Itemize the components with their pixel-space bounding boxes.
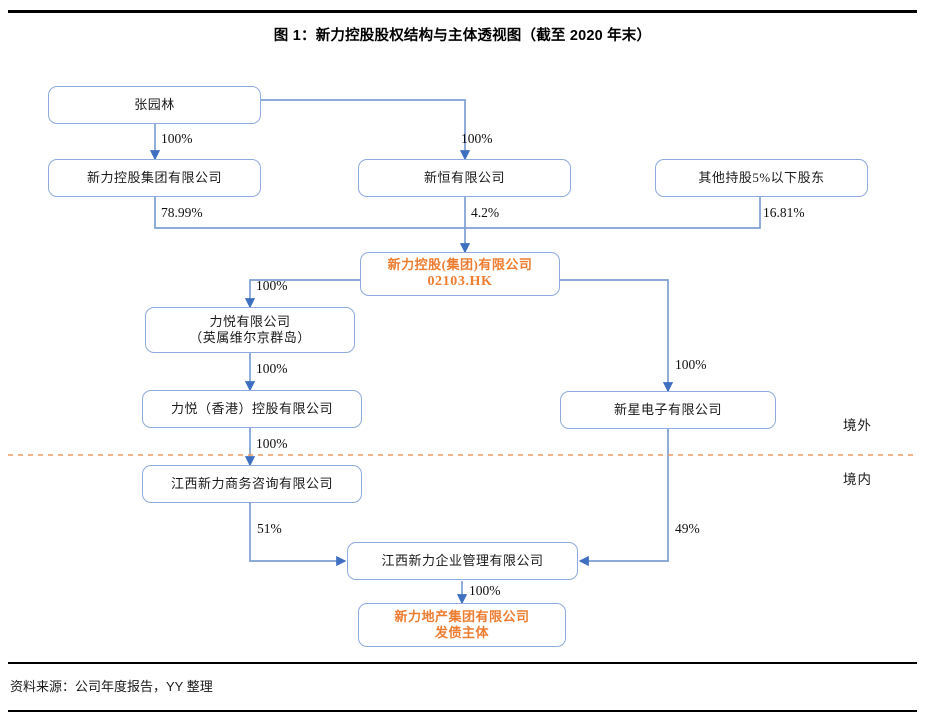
node-sublabel: （英属维尔京群岛） [189, 330, 311, 345]
node-xinxing-electronics[interactable]: 新星电子有限公司 [560, 391, 776, 429]
edge-label-xinxing-to-enterprise-mgmt: 49% [675, 521, 700, 536]
edge-label-listed-to-xinxing: 100% [675, 357, 707, 372]
zone-label-offshore: 境外 [843, 418, 872, 433]
source-note: 资料来源：公司年度报告，YY 整理 [10, 679, 213, 694]
node-label: 新力控股集团有限公司 [86, 169, 222, 185]
node-xinli-real-estate[interactable]: 新力地产集团有限公司 发债主体 [358, 603, 566, 647]
node-label: 新力地产集团有限公司 [394, 608, 530, 624]
edge-label-liyue-bvi-to-liyue-hk: 100% [256, 361, 288, 376]
edge-label-others-to-listed: 16.81% [763, 205, 805, 220]
footer-rule-top [8, 662, 917, 664]
footer-rule-bottom [8, 710, 917, 712]
page-title: 图 1：新力控股股权结构与主体透视图（截至 2020 年末） [273, 28, 652, 44]
edge-label-consulting-to-enterprise-mgmt: 51% [257, 521, 282, 536]
edge-label-xinheng-to-listed: 4.2% [471, 205, 500, 220]
ownership-structure-diagram: 张园林 新力控股集团有限公司 新恒有限公司 其他持股5%以下股东 新力控股(集团… [8, 86, 917, 647]
node-label: 江西新力商务咨询有限公司 [170, 475, 333, 491]
edge-label-enterprise-mgmt-to-real-estate: 100% [469, 583, 501, 598]
zone-label-onshore: 境内 [843, 472, 872, 487]
node-xinli-holding-group[interactable]: 新力控股集团有限公司 [48, 159, 261, 197]
node-label: 力悦有限公司 [209, 313, 291, 329]
edge-label-zhang-to-xinheng: 100% [461, 131, 493, 146]
node-other-shareholders[interactable]: 其他持股5%以下股东 [655, 159, 868, 197]
node-sublabel: 发债主体 [434, 625, 489, 640]
node-xinheng[interactable]: 新恒有限公司 [358, 159, 571, 197]
node-jiangxi-enterprise-mgmt[interactable]: 江西新力企业管理有限公司 [347, 542, 578, 580]
edge-label-listed-to-liyue-bvi: 100% [256, 278, 288, 293]
edge-label-holding-group-to-listed: 78.99% [161, 205, 203, 220]
node-label: 其他持股5%以下股东 [698, 169, 825, 185]
node-liyue-bvi[interactable]: 力悦有限公司 （英属维尔京群岛） [145, 307, 355, 353]
node-zhang[interactable]: 张园林 [48, 86, 261, 124]
node-label: 力悦（香港）控股有限公司 [170, 400, 333, 416]
connector-layer [8, 99, 917, 605]
node-jiangxi-business-consulting[interactable]: 江西新力商务咨询有限公司 [142, 465, 362, 503]
edge-label-liyue-hk-to-consulting: 100% [256, 436, 288, 451]
node-ticker: 02103.HK [427, 274, 493, 290]
edge-label-zhang-to-holding-group: 100% [161, 131, 193, 146]
node-liyue-hk[interactable]: 力悦（香港）控股有限公司 [142, 390, 362, 428]
node-label: 新恒有限公司 [423, 169, 505, 185]
node-label: 张园林 [134, 96, 175, 112]
node-label: 新力控股(集团)有限公司 [387, 257, 533, 273]
header-rule [8, 10, 917, 13]
node-label: 新星电子有限公司 [613, 401, 722, 417]
node-xinli-holdings-listed[interactable]: 新力控股(集团)有限公司 02103.HK [360, 252, 560, 296]
node-label: 江西新力企业管理有限公司 [381, 552, 544, 568]
